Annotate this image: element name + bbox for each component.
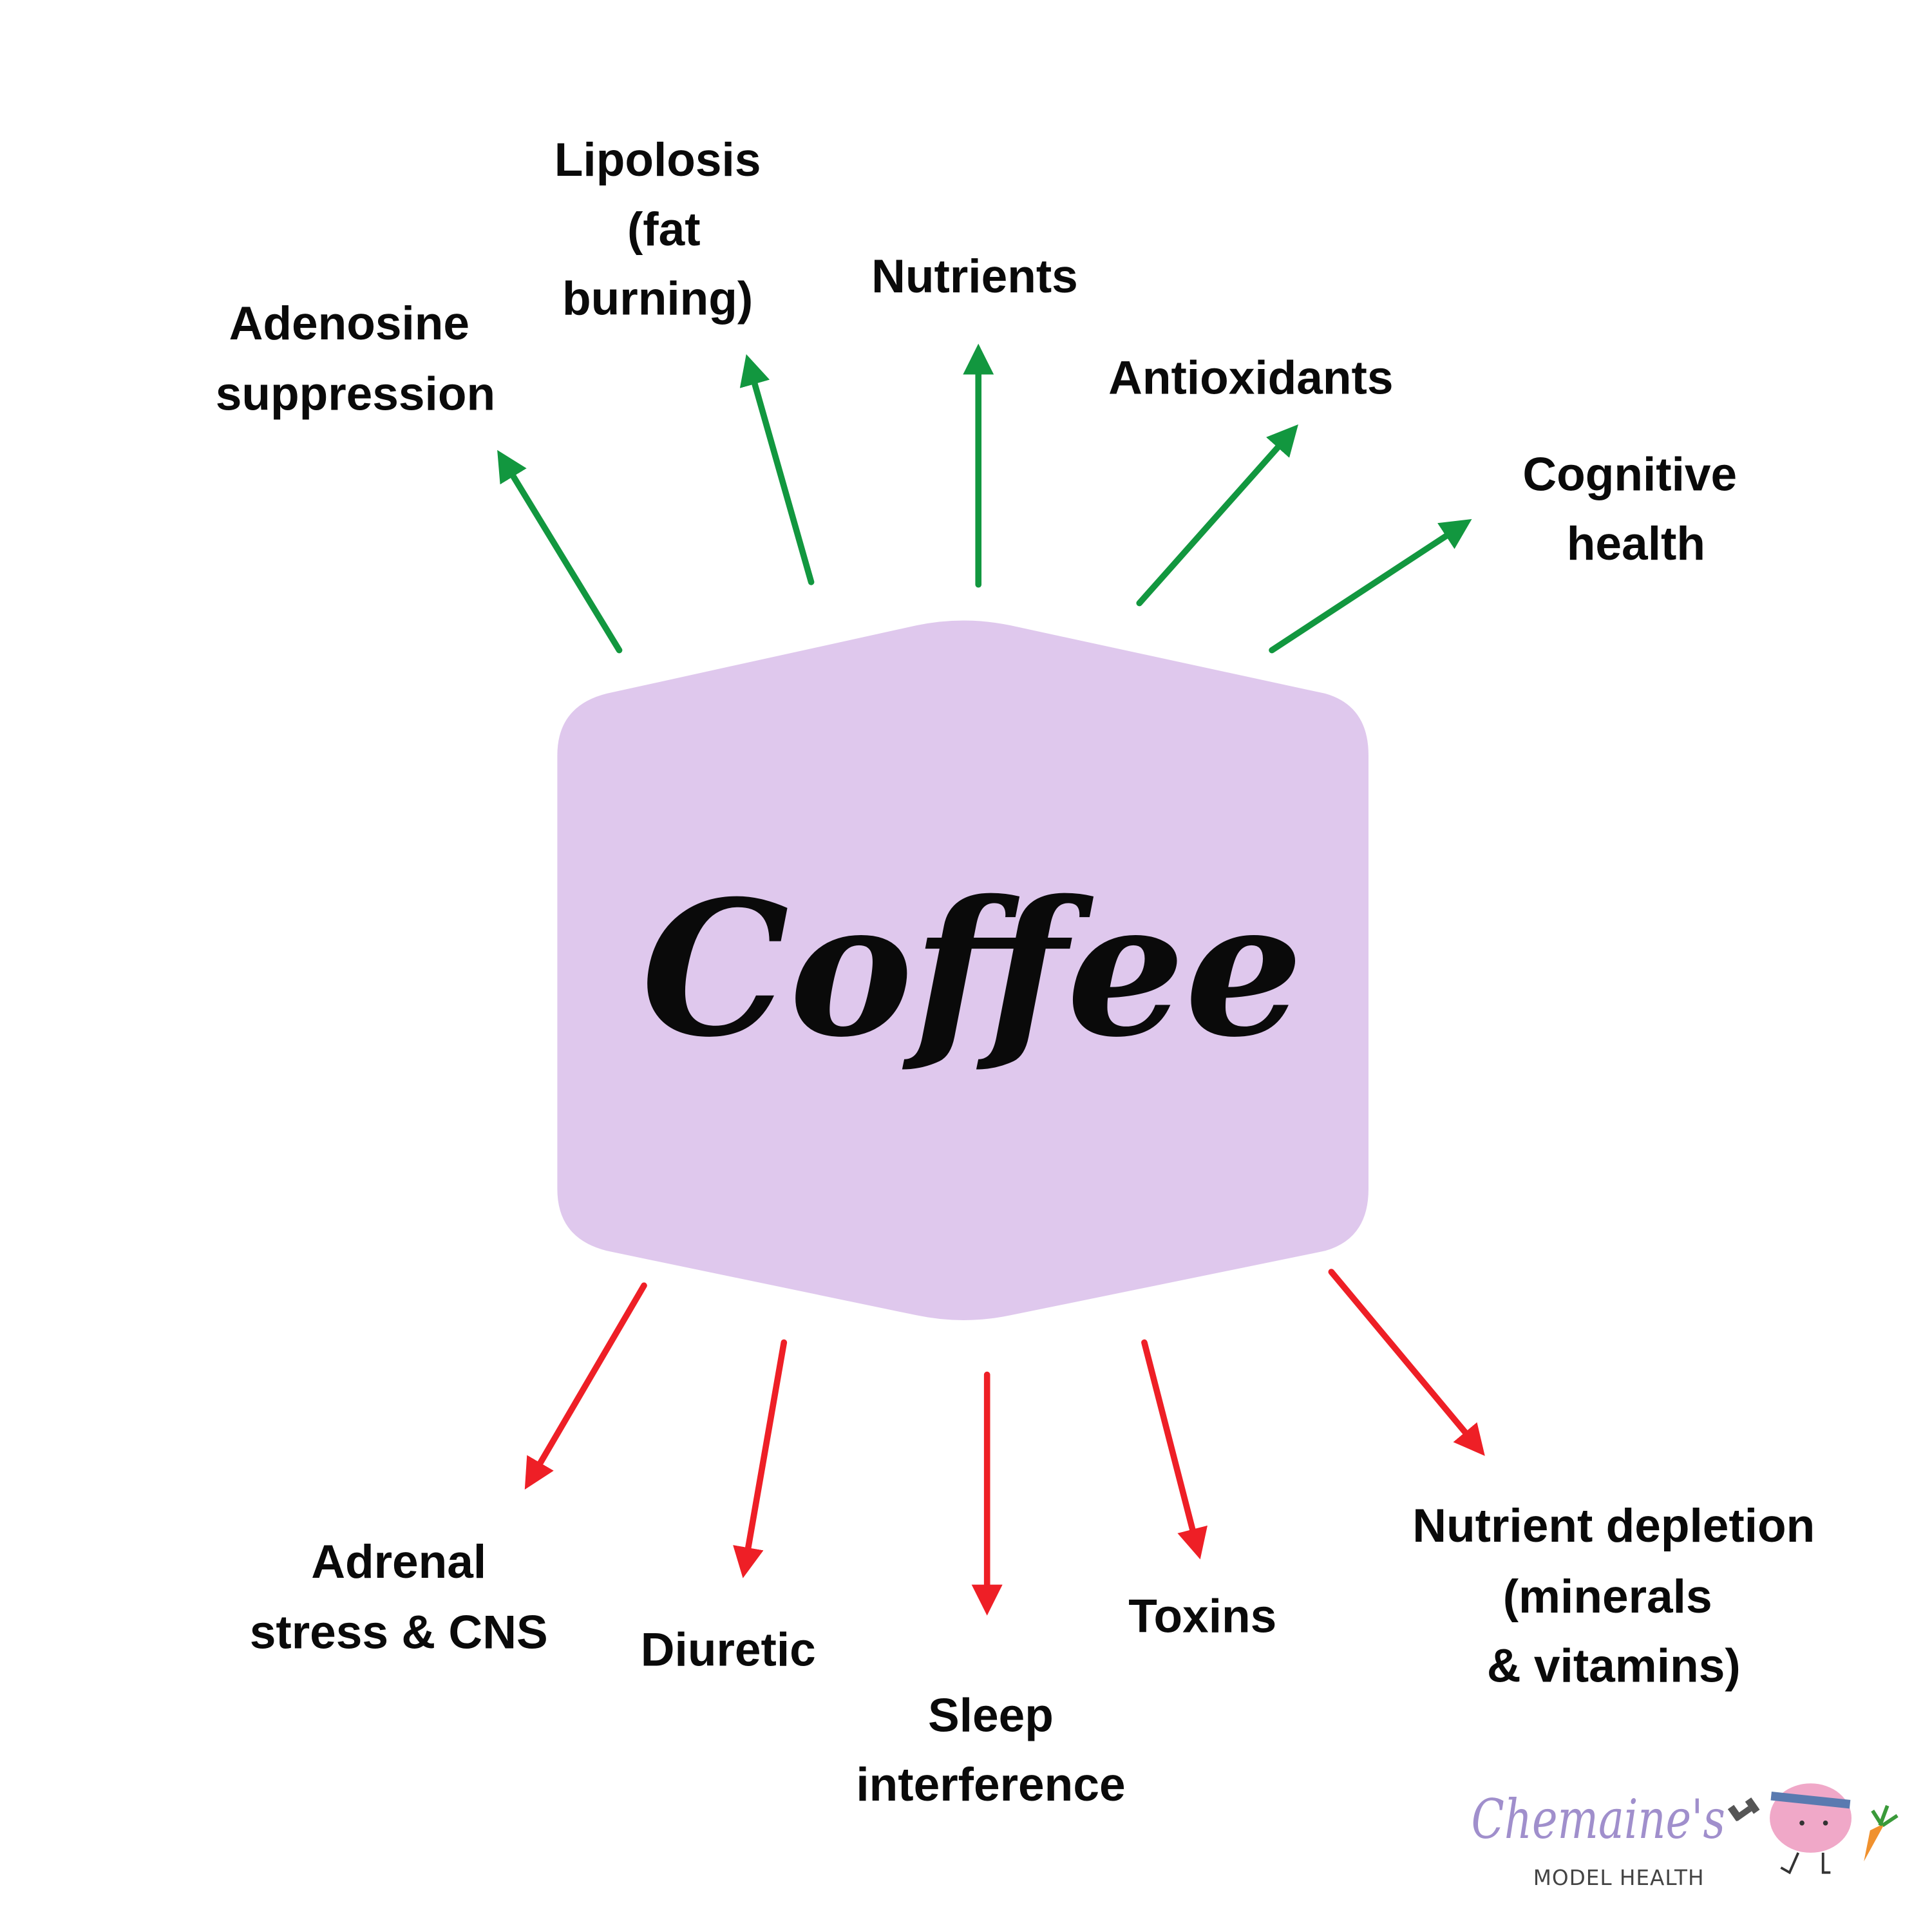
label-depletion-3: & vitamins) [1487,1640,1741,1692]
arrow-lipolosis [739,354,815,585]
brain-mascot-icon [1770,1783,1852,1875]
label-lipolosis-2: (fat [627,204,701,256]
label-adenosine-1: Adenosine [229,298,469,350]
logo-subtitle: MODEL HEALTH [1533,1866,1705,1890]
label-depletion-2: (minerals [1503,1571,1712,1623]
arrow-antioxidants [1136,424,1298,607]
label-toxins: Toxins [1128,1591,1276,1643]
label-sleep-2: interference [856,1759,1125,1811]
arrow-adrenal [524,1282,647,1490]
label-depletion-1: Nutrient depletion [1412,1500,1815,1552]
brand-logo: Chemaine's MODEL HEALTH [1472,1783,1899,1890]
label-adenosine-2: suppression [216,368,495,421]
label-lipolosis-3: burning) [562,272,753,325]
arrow-cognitive [1269,519,1472,654]
label-adrenal-1: Adrenal [311,1536,486,1588]
center-title: Coffee [641,860,1303,1079]
label-lipolosis-1: Lipolosis [554,134,761,186]
label-cognitive-1: Cognitive [1522,449,1737,501]
dumbbell-icon [1727,1797,1760,1822]
label-nutrients: Nutrients [871,251,1078,303]
label-diuretic: Diuretic [641,1624,816,1676]
negative-labels: Adrenal stress & CNS Diuretic Sleep inte… [250,1500,1815,1811]
arrow-nutrient-depletion [1328,1269,1485,1456]
label-sleep-1: Sleep [928,1689,1054,1741]
arrow-diuretic [733,1339,788,1578]
arrow-adenosine [497,450,623,654]
logo-script-text: Chemaine's [1472,1787,1725,1851]
positive-labels: Adenosine suppression Lipolosis (fat bur… [216,134,1737,570]
coffee-hexagon [557,620,1368,1320]
label-adrenal-2: stress & CNS [250,1607,548,1659]
carrot-icon [1864,1804,1899,1862]
label-antioxidants: Antioxidants [1108,352,1393,404]
label-cognitive-2: health [1567,518,1705,570]
arrow-toxins [1141,1339,1208,1560]
